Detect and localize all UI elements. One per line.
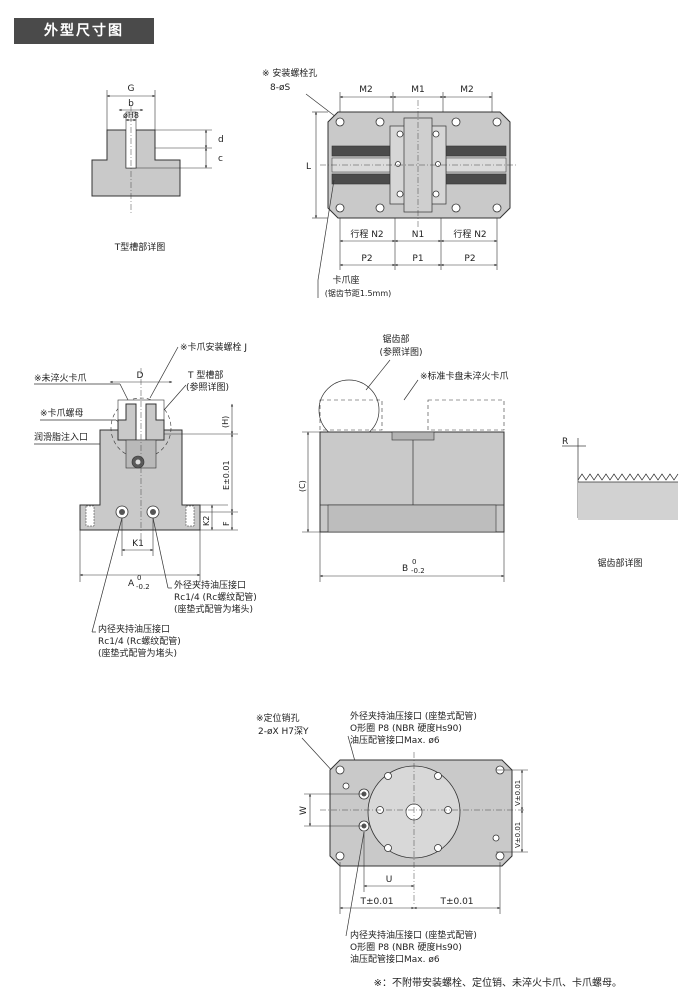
outer-port-b-line3: 油压配管接口Max. ø6 xyxy=(350,734,440,746)
bottom-holes xyxy=(335,765,505,861)
serration-caption: 锯齿部详图 xyxy=(597,557,642,569)
front-view: ※卡爪安装螺栓 J ※未淬火卡爪 T 型槽部 (参照详图) ※卡爪螺母 润滑脂注… xyxy=(34,341,257,659)
inner-port-b-line2: O形圈 P8 (NBR 硬度Hs90) xyxy=(350,941,462,953)
bottom-view: ※定位销孔 2-øX H7深Y 外径夹持油压接口 (座垫式配管) O形圈 P8 … xyxy=(256,710,528,965)
dim-K2: K2 xyxy=(202,516,211,526)
tslot-ref: (参照详图) xyxy=(186,381,229,393)
dim-P1: P1 xyxy=(412,254,423,264)
serration-label: 锯齿部 xyxy=(382,333,409,345)
jaw-seat-label: 卡爪座 xyxy=(332,274,359,286)
dim-M2-right: M2 xyxy=(460,85,474,95)
serration-ref: (参照详图) xyxy=(379,346,422,358)
dim-H: (H) xyxy=(221,416,230,428)
mounting-bolt-note: ※ 安装螺栓孔 xyxy=(262,67,317,79)
std-jaw-label: ※标准卡盘未淬火卡爪 xyxy=(420,370,509,382)
dim-P2-right: P2 xyxy=(464,254,475,264)
dim-stroke-left: 行程 N2 xyxy=(350,228,383,240)
outer-port-line1: 外径夹持油压接口 xyxy=(174,579,246,591)
inner-port-b-line3: 油压配管接口Max. ø6 xyxy=(350,953,440,965)
grease-port-label: 润滑脂注入口 xyxy=(34,431,88,443)
dim-V-lower: V±0.01 xyxy=(514,822,522,848)
outer-port-line2: Rc1/4 (Rc螺纹配管) xyxy=(174,591,257,603)
dim-T-left: T±0.01 xyxy=(359,897,393,907)
soft-jaw-label: ※未淬火卡爪 xyxy=(34,372,87,384)
dim-T-right: T±0.01 xyxy=(439,897,473,907)
dim-F: F xyxy=(222,521,231,526)
serration-detail: R 锯齿部详图 xyxy=(562,437,679,569)
inner-port-b-line1: 内径夹持油压接口 (座垫式配管) xyxy=(350,929,477,941)
pin-hole-spec: 2-øX H7深Y xyxy=(258,726,309,737)
jaw-bolt-label: ※卡爪安装螺栓 J xyxy=(180,341,247,353)
title-bar: 外型尺寸图 xyxy=(14,18,154,44)
top-view: ※ 安装螺栓孔 8-øS M2 M1 M2 xyxy=(262,67,518,298)
page-title: 外型尺寸图 xyxy=(44,23,124,39)
dim-stroke-right: 行程 N2 xyxy=(453,228,486,240)
dim-b: b xyxy=(128,99,134,109)
dim-a: øH8 xyxy=(123,111,139,120)
dim-N1: N1 xyxy=(412,230,424,240)
dim-K1: K1 xyxy=(132,539,144,549)
tslot-detail: G b øH8 d c T型槽部详图 xyxy=(91,84,224,253)
pin-hole-note: ※定位销孔 xyxy=(256,712,300,724)
outer-port-line3: (座垫式配管为堵头) xyxy=(174,603,253,615)
dim-U: U xyxy=(386,875,393,885)
outer-port-b-line1: 外径夹持油压接口 (座垫式配管) xyxy=(350,710,477,722)
jaw-seat-pitch: (锯齿节距1.5mm) xyxy=(325,288,392,298)
inner-port-line3: (座垫式配管为堵头) xyxy=(98,647,177,659)
side-view: 锯齿部 (参照详图) ※标准卡盘未淬火卡爪 (C) B 0 -0.2 xyxy=(298,333,509,582)
tslot-label: T 型槽部 xyxy=(187,369,223,381)
dim-G: G xyxy=(128,84,135,94)
dim-A-tol-upper: 0 xyxy=(137,574,141,582)
outer-port-b-line2: O形圈 P8 (NBR 硬度Hs90) xyxy=(350,722,462,734)
dim-L: L xyxy=(306,162,311,172)
tslot-caption: T型槽部详图 xyxy=(114,241,166,253)
mounting-bolt-spec: 8-øS xyxy=(270,83,290,93)
dim-A-tol-lower: -0.2 xyxy=(136,583,150,591)
dim-M2-left: M2 xyxy=(359,85,373,95)
inner-port-line2: Rc1/4 (Rc螺纹配管) xyxy=(98,635,181,647)
mounting-holes xyxy=(335,117,502,213)
dim-B-tol-upper: 0 xyxy=(412,558,416,566)
dim-D: D xyxy=(137,371,144,381)
dim-M1: M1 xyxy=(411,85,425,95)
dim-E: E±0.01 xyxy=(222,460,231,490)
dim-d: d xyxy=(218,135,224,145)
dim-B: B xyxy=(402,564,408,574)
dim-W: W xyxy=(299,806,309,815)
inner-port-line1: 内径夹持油压接口 xyxy=(98,623,170,635)
dim-B-tol-lower: -0.2 xyxy=(411,567,425,575)
dim-P2-left: P2 xyxy=(361,254,372,264)
dim-c: c xyxy=(218,154,223,164)
dim-A: A xyxy=(128,579,135,589)
dim-R: R xyxy=(562,437,568,447)
dim-C: (C) xyxy=(298,480,307,492)
jaw-nut-label: ※卡爪螺母 xyxy=(40,407,84,419)
footnote: ※：不附带安装螺栓、定位销、未淬火卡爪、卡爪螺母。 xyxy=(373,978,622,989)
dim-V-upper: V±0.01 xyxy=(514,780,522,806)
